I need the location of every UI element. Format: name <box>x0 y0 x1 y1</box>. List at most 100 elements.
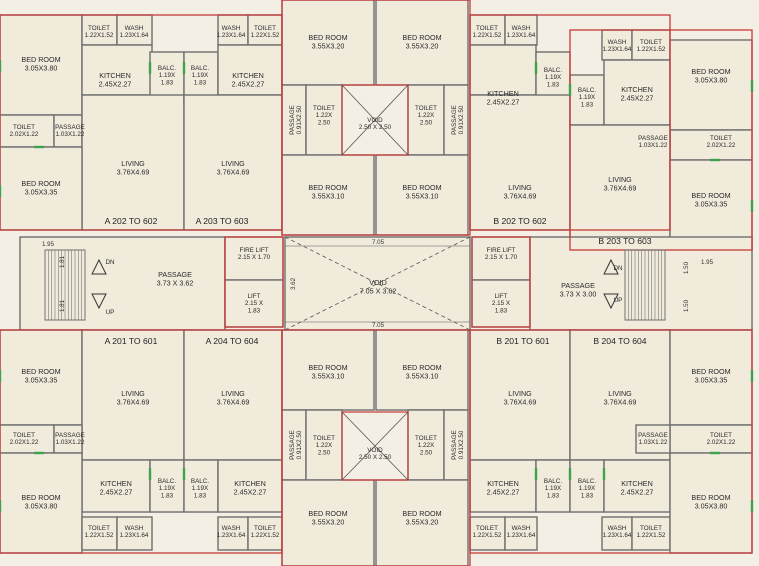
kitchen-a4 <box>217 459 283 513</box>
wash-a3 <box>116 516 153 551</box>
toilet-c4 <box>407 409 445 481</box>
passage-a2 <box>53 424 83 454</box>
balcony-b4 <box>569 459 605 513</box>
bedroom-c1 <box>281 0 375 86</box>
stair-dn-label: DN <box>613 265 623 272</box>
stair-up-label: UP <box>614 297 623 304</box>
unit-label-u-b-202: B 202 TO 602 <box>493 216 546 226</box>
unit-label-u-a-203: A 203 TO 603 <box>196 216 249 226</box>
passage-c4 <box>443 409 469 481</box>
void-bottom <box>341 411 409 481</box>
unit-label-u-a-204: A 204 TO 604 <box>206 336 259 346</box>
kitchen-b2 <box>603 59 671 126</box>
bedroom-c2 <box>375 0 469 86</box>
unit-label-u-a-202: A 202 TO 602 <box>105 216 158 226</box>
unit-label-u-b-201: B 201 TO 601 <box>496 336 549 346</box>
unit-label-u-b-204: B 204 TO 604 <box>593 336 646 346</box>
void-top-dim: 7.05 <box>372 239 385 246</box>
passage-vertical-label: PASSAGE0.91X2.50 <box>451 430 465 460</box>
outer-wall <box>471 236 531 328</box>
kitchen-b4 <box>603 459 671 513</box>
stair-arrow-up <box>91 258 107 275</box>
bedroom-c7 <box>281 479 375 566</box>
unit-label-u-a-201: A 201 TO 601 <box>105 336 158 346</box>
passage-a1 <box>53 114 83 148</box>
stair-passage-left <box>19 236 226 331</box>
passage-c2 <box>443 84 469 156</box>
void-bottom-dim: 7.05 <box>372 322 385 329</box>
bedroom-a1 <box>0 14 83 116</box>
unit-label-u-b-203: B 203 TO 603 <box>598 236 651 246</box>
bedroom-c4 <box>375 154 469 236</box>
void-top <box>341 84 409 156</box>
stairs-layer <box>44 249 666 321</box>
stair-arrow-up <box>603 258 619 275</box>
void-side-dim: 3.62 <box>290 277 297 290</box>
living-b3 <box>469 329 571 461</box>
stair-arrow-down <box>603 293 619 310</box>
wash-b1 <box>504 14 538 46</box>
wash-b3 <box>504 516 538 551</box>
stair-dn-label: DN <box>105 259 115 266</box>
bedroom-b3 <box>669 329 753 426</box>
stair-arrow-down <box>91 293 107 310</box>
kitchen-a1 <box>81 44 153 96</box>
bedroom-c8 <box>375 479 469 566</box>
living-a4 <box>183 329 283 461</box>
balcony-b1 <box>535 51 571 103</box>
bedroom-c6 <box>375 329 469 411</box>
